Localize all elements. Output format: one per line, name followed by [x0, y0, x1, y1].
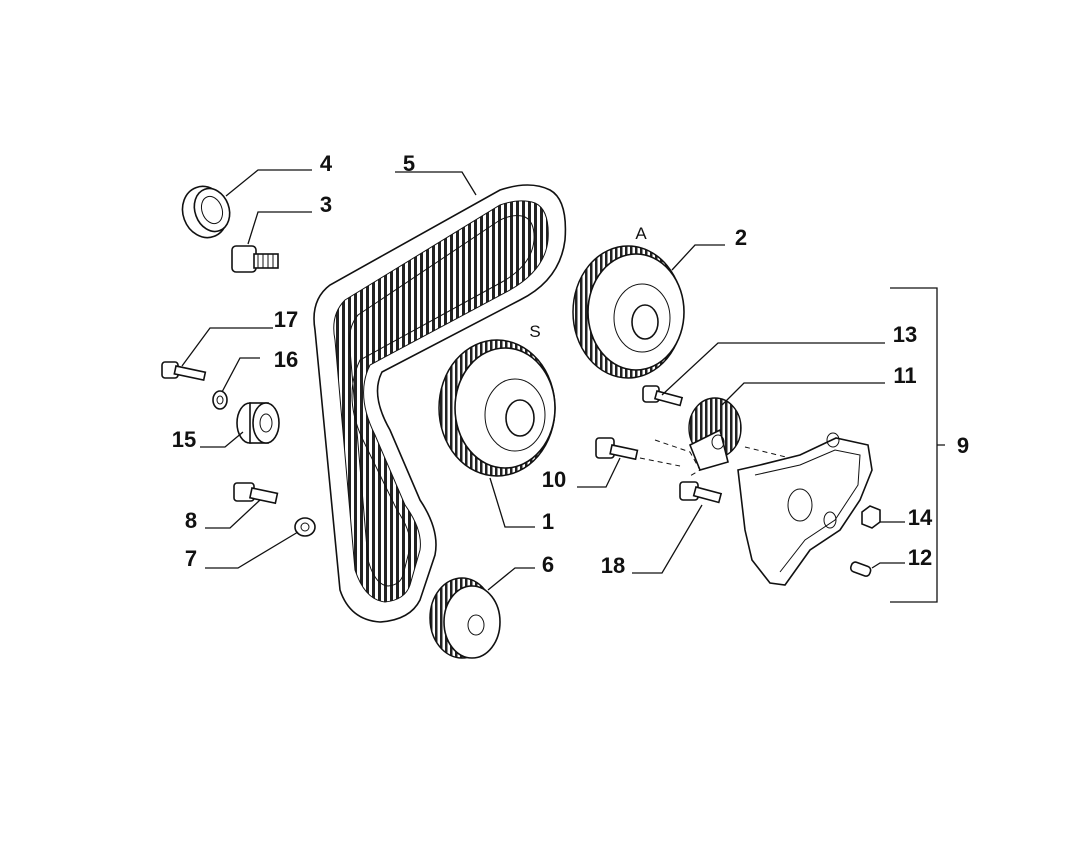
- part-7-spacer: [294, 517, 316, 537]
- part-11-tensioner: [688, 397, 742, 471]
- part-12-pin: [849, 561, 872, 577]
- callout-9: 9: [957, 433, 969, 458]
- part-6-crank-pulley: [429, 577, 501, 659]
- callout-13: 13: [893, 322, 917, 347]
- part-15-idler: [236, 402, 280, 444]
- callout-5: 5: [403, 151, 415, 176]
- mark-s: S: [529, 322, 540, 341]
- part-3-bolt: [231, 245, 279, 273]
- callout-17: 17: [274, 307, 298, 332]
- callout-1: 1: [542, 509, 554, 534]
- callout-7: 7: [185, 546, 197, 571]
- group-9-bracket-line: [890, 287, 945, 603]
- part-14-nut: [861, 505, 881, 529]
- callout-3: 3: [320, 192, 332, 217]
- callout-18: 18: [601, 553, 625, 578]
- callout-10: 10: [542, 467, 566, 492]
- leader-lines: [181, 169, 905, 591]
- part-17-bolt: [161, 361, 207, 382]
- callout-14: 14: [908, 505, 933, 530]
- callout-4: 4: [320, 151, 333, 176]
- callout-16: 16: [274, 347, 298, 372]
- part-16-washer: [212, 390, 228, 410]
- part-13-bolt: [642, 385, 684, 407]
- part-8-bolt: [233, 482, 279, 505]
- part-2-intake-pulley: [572, 245, 685, 379]
- part-9-bracket: [737, 432, 873, 586]
- callout-6: 6: [542, 552, 554, 577]
- mark-a: A: [635, 224, 647, 243]
- timing-belt: [313, 184, 567, 623]
- part-1-exhaust-pulley: [438, 339, 556, 477]
- assembly-guide-line: [639, 439, 791, 477]
- part-18-bolt: [679, 481, 723, 504]
- part-4-cap: [181, 185, 231, 239]
- callout-11: 11: [893, 363, 916, 388]
- callout-12: 12: [908, 545, 932, 570]
- callout-8: 8: [185, 508, 197, 533]
- callout-2: 2: [735, 225, 747, 250]
- part-10-bolt: [595, 437, 639, 461]
- callout-15: 15: [172, 427, 196, 452]
